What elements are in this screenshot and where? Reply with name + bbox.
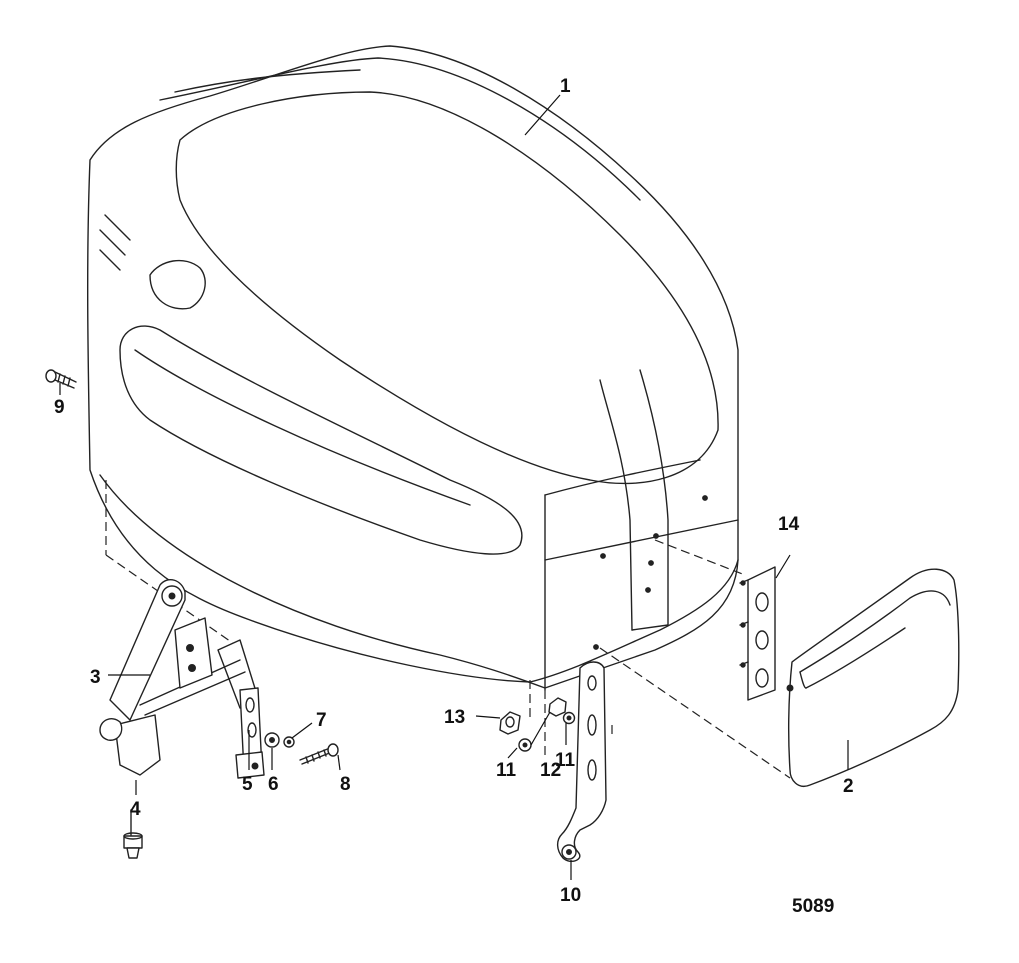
part-12-nut bbox=[548, 697, 567, 717]
part-5-plate bbox=[235, 687, 265, 779]
leader-lines bbox=[59, 94, 849, 880]
callout-1: 1 bbox=[560, 76, 571, 97]
callout-12: 12 bbox=[540, 760, 561, 781]
part-7-washer bbox=[283, 736, 295, 748]
callout-2: 2 bbox=[843, 776, 854, 797]
part-6-washer bbox=[264, 732, 280, 748]
callout-13: 13 bbox=[444, 707, 465, 728]
callout-labels: 1 2 3 4 5 6 7 8 9 10 11 11 12 13 14 5089 bbox=[54, 76, 854, 917]
part-9-screw bbox=[45, 369, 77, 389]
part-4-grommet bbox=[123, 809, 143, 859]
part-11-washer-b bbox=[562, 711, 576, 725]
assembly-lines bbox=[105, 480, 791, 779]
callout-14: 14 bbox=[778, 514, 800, 535]
part-11-washer-a bbox=[518, 738, 532, 752]
part-10-bracket bbox=[556, 661, 607, 862]
callout-7: 7 bbox=[316, 710, 327, 731]
part-2-front-cover bbox=[786, 568, 960, 787]
figure-number: 5089 bbox=[792, 896, 834, 917]
callout-5: 5 bbox=[242, 774, 253, 795]
part-13-nut bbox=[499, 711, 521, 735]
callout-11-right: 11 bbox=[555, 750, 576, 771]
callout-11-left: 11 bbox=[496, 760, 517, 781]
part-8-screw bbox=[299, 743, 339, 765]
callout-9: 9 bbox=[54, 397, 65, 418]
callout-4: 4 bbox=[130, 799, 141, 820]
part-14-bracket-plate bbox=[739, 566, 776, 701]
callout-6: 6 bbox=[268, 774, 279, 795]
callout-8: 8 bbox=[340, 774, 351, 795]
callout-10: 10 bbox=[560, 885, 581, 906]
callout-3: 3 bbox=[90, 667, 101, 688]
part-3-mounting-bracket bbox=[99, 578, 259, 776]
part-1-engine-cowl bbox=[86, 45, 739, 691]
